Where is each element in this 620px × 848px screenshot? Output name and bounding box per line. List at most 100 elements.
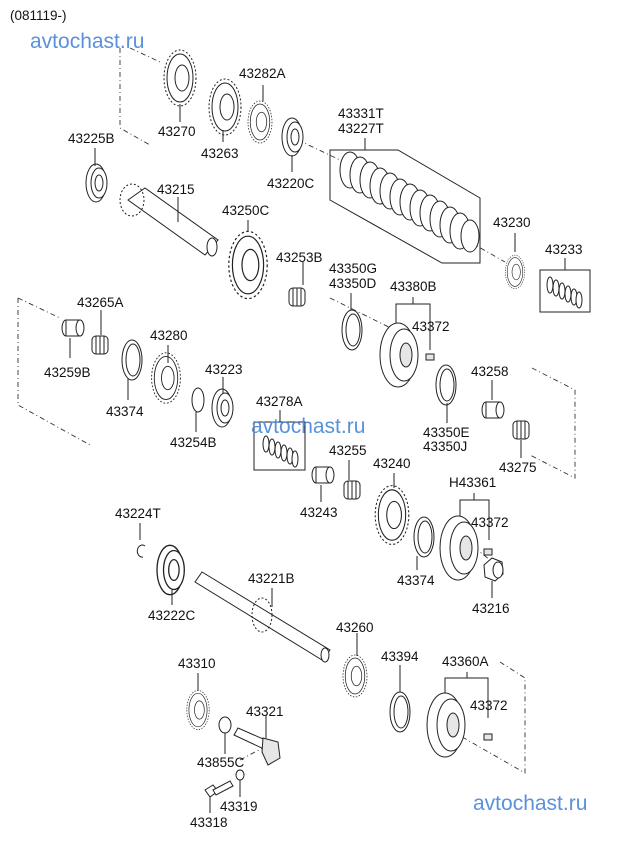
part-label: 43240 [373, 456, 411, 471]
synchro-ring-43374 [121, 339, 143, 381]
catalog-code: (081119-) [10, 8, 67, 23]
part-label: 43278A [256, 394, 303, 409]
gear-43282A [247, 100, 273, 144]
nut-43216 [483, 557, 504, 582]
part-label: 43216 [472, 601, 510, 616]
gear-43250C [228, 230, 268, 300]
part-label: 43331T [338, 106, 384, 121]
part-label: 43372 [470, 698, 508, 713]
needle-bearing-43255 [343, 480, 361, 500]
bolt-43318 [204, 780, 234, 798]
part-label: 43220C [267, 176, 315, 191]
part-label: 43263 [201, 146, 239, 161]
output-shaft-43221B [194, 571, 331, 663]
part-label: 43265A [77, 295, 124, 310]
part-label: 43259B [44, 365, 91, 380]
guide-line [297, 139, 341, 161]
needle-bearing-43275 [512, 420, 530, 440]
part-label: 43260 [336, 620, 374, 635]
part-label: 43374 [106, 404, 144, 419]
bearing-43223 [211, 388, 234, 428]
part-label: 43319 [220, 799, 258, 814]
gear-43280 [151, 352, 181, 404]
synchro-ring-43374b [413, 516, 435, 558]
part-label: 43230 [493, 215, 531, 230]
clutch-pack-bracket [329, 149, 481, 264]
part-label: 43350J [423, 439, 467, 454]
part-label: 43394 [381, 649, 419, 664]
bearing-43225B [85, 163, 108, 203]
part-label: 43255 [329, 443, 367, 458]
bushing-43243 [311, 466, 335, 484]
spring-43233 [546, 276, 583, 309]
part-label: 43282A [239, 66, 286, 81]
bushing-43258 [481, 401, 505, 419]
part-label: H43361 [449, 475, 496, 490]
synchro-ring-43350G [341, 309, 363, 351]
part-label: 43350G [329, 261, 377, 276]
bearing-43220C [281, 117, 304, 157]
key-43372 [425, 353, 435, 361]
needle-bearing-43253B [288, 287, 306, 307]
bushing-43259B [61, 319, 85, 337]
watermark: avtochast.ru [473, 792, 587, 815]
part-label: 43224T [115, 506, 161, 521]
part-label: 43258 [471, 364, 509, 379]
part-label: 43223 [205, 362, 243, 377]
gear-43240 [374, 485, 410, 545]
idler-shaft-43321 [233, 727, 281, 766]
key-43372b [483, 548, 493, 556]
part-label: 43254B [170, 435, 217, 450]
guide-line [449, 661, 526, 774]
gear-43270 [163, 49, 197, 107]
part-label: 43350E [423, 425, 470, 440]
spring-43278A [262, 435, 299, 468]
part-label: 43310 [178, 656, 216, 671]
part-label: 43270 [158, 124, 196, 139]
part-label: 43372 [471, 515, 509, 530]
synchro-ring-43350E [435, 364, 457, 406]
watermark: avtochast.ru [30, 30, 144, 53]
part-label: 43380B [390, 279, 437, 294]
watermark: avtochast.ru [251, 415, 365, 438]
part-label: 43372 [412, 319, 450, 334]
guide-line [469, 241, 506, 263]
part-label: 43275 [499, 460, 537, 475]
gear-43263 [208, 78, 242, 136]
washer-43254B [191, 387, 205, 413]
washer-43855C [218, 716, 232, 734]
part-label: 43243 [300, 505, 338, 520]
part-label: 43253B [276, 250, 323, 265]
reverse-idler-gear-43310 [186, 690, 210, 730]
part-label: 43360A [442, 654, 489, 669]
part-label: 43233 [545, 242, 583, 257]
synchro-hub-43360A [426, 692, 466, 758]
guide-line [529, 367, 576, 479]
part-label: 43350D [329, 276, 377, 291]
part-label: 43250C [222, 203, 270, 218]
synchro-ring-43394 [389, 691, 411, 733]
gear-43230 [505, 254, 525, 290]
clutch-plates [339, 151, 480, 253]
input-shaft-43215 [119, 183, 219, 257]
part-label: 43855C [197, 755, 245, 770]
gear-43260 [342, 654, 368, 698]
needle-bearing-43265A [91, 335, 109, 355]
bearing-43222C [156, 544, 185, 596]
part-label: 43221B [248, 571, 295, 586]
part-label: 43215 [157, 182, 195, 197]
snap-ring-43224T [136, 544, 146, 558]
part-label: 43280 [150, 328, 188, 343]
guide-line [129, 47, 161, 63]
part-label: 43227T [338, 121, 384, 136]
part-label: 43222C [148, 608, 196, 623]
guide-line [17, 297, 61, 319]
part-label: 43318 [190, 815, 228, 830]
part-label: 43374 [397, 573, 435, 588]
guide-line [119, 48, 151, 146]
guide-line [329, 297, 416, 341]
part-label: 43225B [68, 131, 115, 146]
washer-43319 [235, 769, 245, 781]
part-label: 43321 [246, 704, 284, 719]
